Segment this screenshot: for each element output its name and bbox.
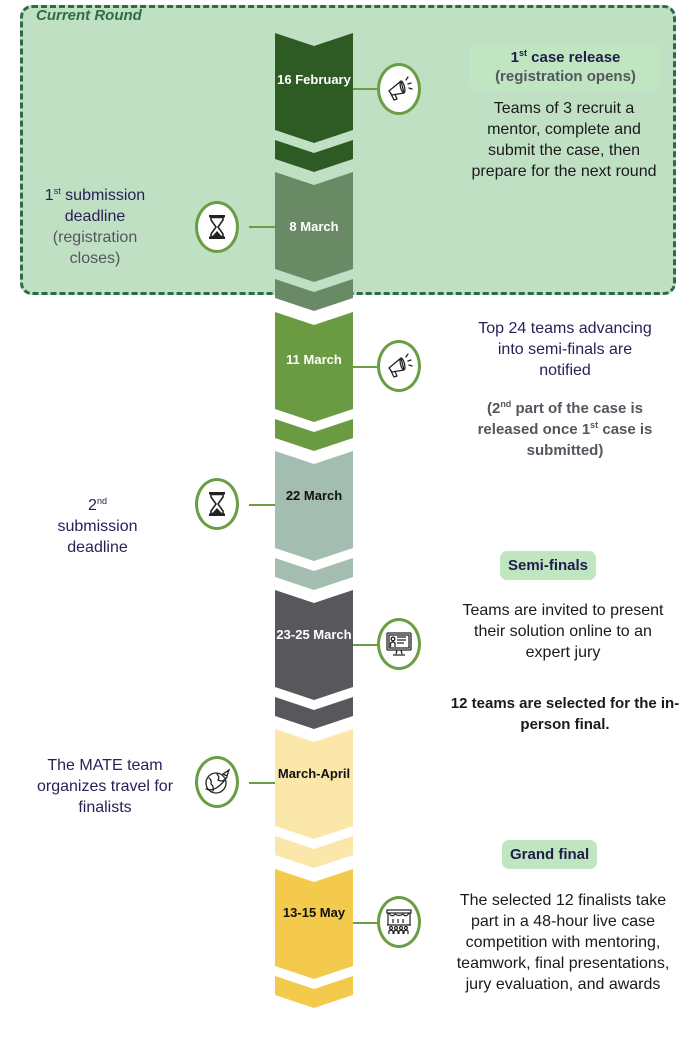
date-label: 16 February (277, 72, 351, 87)
connector-line (353, 88, 378, 90)
stage-audience-icon (377, 896, 421, 948)
date-label: March-April (277, 766, 351, 781)
connector-line (249, 504, 275, 506)
timeline-chevron (275, 869, 353, 979)
timeline-chevron (275, 729, 353, 839)
hourglass-icon (195, 201, 239, 253)
case-release-description: Teams of 3 recruit a mentor, complete an… (471, 100, 657, 180)
date-label: 22 March (285, 488, 343, 503)
timeline-chevron-small (275, 140, 353, 172)
timeline-chevron-small (275, 279, 353, 311)
date-label: 11 March (286, 352, 342, 367)
case-release-subtitle: (registration opens) (495, 68, 636, 85)
first-deadline-label: 1st submission deadline (44, 186, 146, 226)
timeline-chevron-small (275, 836, 353, 868)
case-release-badge: 1st case release (registration opens) (470, 44, 661, 90)
notification-note: (2nd part of the case is released once 1… (477, 399, 653, 460)
case-release-title: 1st case release (510, 48, 621, 67)
connector-line (249, 226, 275, 228)
semi-finals-description: Teams are invited to present their solut… (462, 602, 664, 661)
timeline-chevron-small (275, 976, 353, 1008)
connector-line (353, 922, 378, 924)
timeline-chevron (275, 33, 353, 143)
notification-description: Top 24 teams advancing into semi-finals … (478, 320, 652, 379)
presentation-monitor-icon (377, 618, 421, 670)
timeline-chevron (275, 451, 353, 561)
date-label: 23-25 March (276, 627, 352, 642)
grand-final-badge: Grand final (502, 840, 598, 869)
megaphone-icon (377, 63, 421, 115)
timeline-chevron (275, 590, 353, 700)
semi-finals-note: 12 teams are selected for the in-person … (450, 695, 680, 733)
globe-plane-icon (195, 756, 239, 808)
connector-line (353, 366, 378, 368)
second-deadline-label: 2nd submission deadline (57, 496, 138, 557)
megaphone-icon (377, 340, 421, 392)
connector-line (353, 644, 378, 646)
timeline-chevron-small (275, 558, 353, 590)
timeline-chevron-small (275, 697, 353, 729)
semi-finals-badge: Semi-finals (500, 551, 597, 580)
grand-final-description: The selected 12 finalists take part in a… (456, 892, 670, 993)
timeline-chevron (275, 172, 353, 282)
connector-line (249, 782, 275, 784)
travel-description: The MATE team organizes travel for final… (36, 757, 174, 816)
date-label: 8 March (289, 219, 339, 234)
hourglass-icon (195, 478, 239, 530)
timeline-chevron (275, 312, 353, 422)
timeline-chevron-small (275, 419, 353, 451)
first-deadline-note: (registration closes) (52, 229, 138, 267)
date-label: 13-15 May (282, 905, 346, 920)
current-round-label: Current Round (36, 7, 142, 24)
